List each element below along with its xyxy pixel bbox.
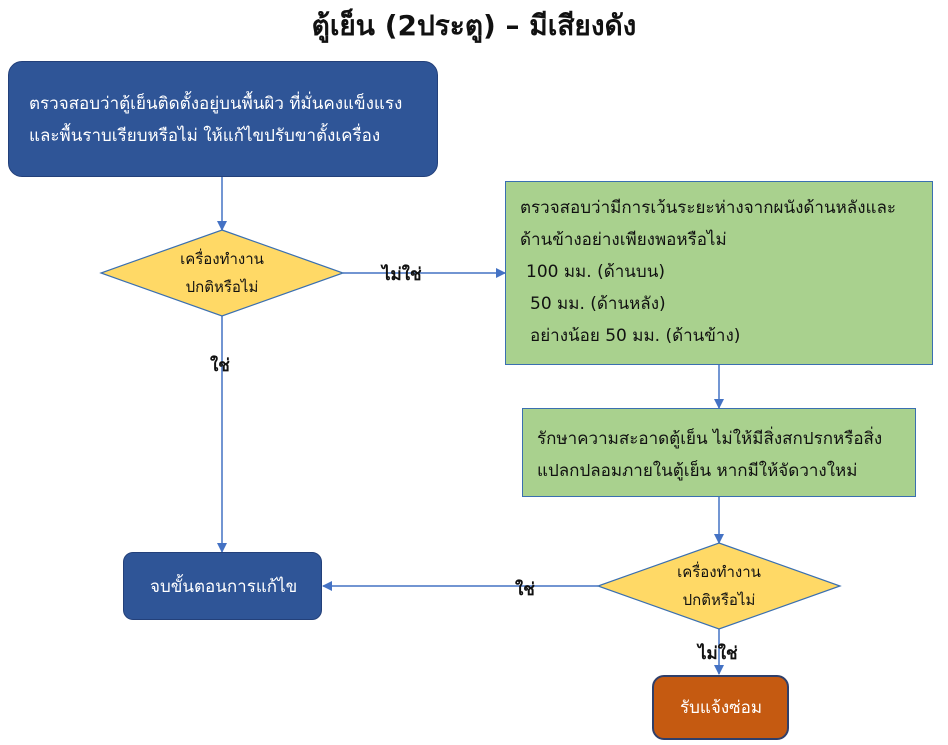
- service-request-label: รับแจ้งซ่อม: [680, 698, 763, 718]
- clean-step-line-1: รักษาความสะอาดตู้เย็น ไม่ให้มีสิ่งสกปรกห…: [537, 429, 883, 449]
- check-spacing-line-1: ตรวจสอบว่ามีการเว้นระยะห่างจากผนังด้านหล…: [520, 198, 897, 218]
- decision1-line-2: ปกติหรือไม่: [185, 278, 259, 296]
- decision1-line-1: เครื่องทำงาน: [180, 250, 264, 268]
- check-spacing-line-5: อย่างน้อย 50 มม. (ด้านข้าง): [530, 326, 741, 346]
- decision2-line-1: เครื่องทำงาน: [677, 563, 761, 581]
- end-step-label: จบขั้นตอนการแก้ไข: [150, 577, 298, 597]
- start-step-line-2: และพื้นราบเรียบหรือไม่ ให้แก้ไขปรับขาตั้…: [29, 126, 381, 146]
- start-step-line-1: ตรวจสอบว่าตู้เย็นติดตั้งอยู่บนพื้นผิว ที…: [29, 94, 403, 114]
- start-step-box: ตรวจสอบว่าตู้เย็นติดตั้งอยู่บนพื้นผิว ที…: [8, 61, 438, 177]
- check-spacing-line-2: ด้านข้างอย่างเพียงพอหรือไม่: [520, 230, 727, 250]
- decision2-text: เครื่องทำงาน ปกติหรือไม่: [639, 558, 799, 614]
- check-spacing-line-4: 50 มม. (ด้านหลัง): [530, 294, 666, 314]
- decision1-text: เครื่องทำงาน ปกติหรือไม่: [142, 245, 302, 301]
- edge-label-decision1-no: ไม่ใช่: [382, 265, 422, 285]
- page-title: ตู้เย็น (2ประตู) – มีเสียงดัง: [311, 9, 637, 42]
- service-request-box: รับแจ้งซ่อม: [652, 675, 789, 740]
- edge-label-decision1-yes: ใช่: [210, 356, 230, 376]
- clean-step-line-2: แปลกปลอมภายในตู้เย็น หากมีให้จัดวางใหม่: [537, 461, 858, 481]
- decision-diamond-1: [99, 229, 345, 317]
- decision-diamond-2: [596, 542, 842, 630]
- end-step-box: จบขั้นตอนการแก้ไข: [123, 552, 322, 620]
- edge-label-decision2-yes: ใช่: [515, 580, 535, 600]
- check-spacing-box: ตรวจสอบว่ามีการเว้นระยะห่างจากผนังด้านหล…: [505, 181, 933, 365]
- clean-step-box: รักษาความสะอาดตู้เย็น ไม่ให้มีสิ่งสกปรกห…: [522, 408, 916, 497]
- check-spacing-line-3: 100 มม. (ด้านบน): [526, 262, 665, 282]
- edge-label-decision2-no: ไม่ใช่: [698, 644, 738, 664]
- decision2-line-2: ปกติหรือไม่: [682, 591, 756, 609]
